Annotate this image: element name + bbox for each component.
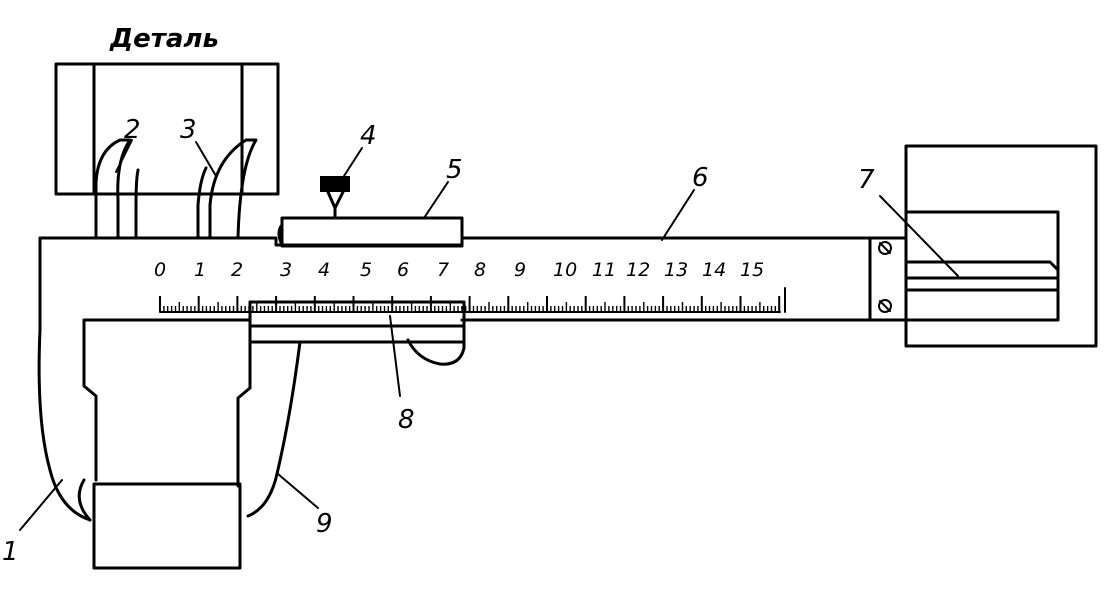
scale-label: 11 <box>592 259 616 281</box>
callout-9: 9 <box>316 509 333 539</box>
callout-5: 5 <box>446 155 463 185</box>
upper-slider <box>277 216 464 248</box>
callout-8: 8 <box>398 405 415 435</box>
scale-label: 12 <box>626 259 650 281</box>
leader-lines <box>19 139 959 531</box>
workpiece-right <box>904 144 1098 348</box>
vernier-frame <box>248 300 466 366</box>
scale-label: 8 <box>474 259 486 281</box>
scale-label: 6 <box>397 259 409 281</box>
callout-7: 7 <box>858 165 875 195</box>
scale-labels: 0 1 2 3 4 5 6 7 8 9 10 11 12 13 14 15 <box>154 259 764 281</box>
scale-label: 15 <box>740 259 764 281</box>
scale-label: 0 <box>154 259 166 281</box>
scale-label: 1 <box>194 259 206 281</box>
title-label: Деталь <box>109 24 219 54</box>
callout-4: 4 <box>360 121 377 151</box>
callout-1: 1 <box>2 537 19 567</box>
main-scale <box>159 287 786 313</box>
main-beam <box>37 236 908 522</box>
callout-6: 6 <box>692 163 709 193</box>
callout-2: 2 <box>124 115 141 145</box>
scale-label: 13 <box>664 259 688 281</box>
upper-jaws <box>94 138 258 240</box>
lower-jaws <box>77 340 302 522</box>
scale-label: 2 <box>231 259 243 281</box>
locking-screw <box>320 176 350 220</box>
scale-label: 10 <box>553 259 577 281</box>
scale-label: 14 <box>702 259 726 281</box>
scale-label: 5 <box>360 259 372 281</box>
workpiece-bottom <box>92 482 242 570</box>
scale-label: 4 <box>318 259 330 281</box>
callouts: 1 2 3 4 5 6 7 8 9 <box>2 115 875 567</box>
scale-label: 3 <box>280 259 292 281</box>
scale-label: 9 <box>514 259 526 281</box>
callout-3: 3 <box>180 115 197 145</box>
scale-label: 7 <box>437 259 449 281</box>
